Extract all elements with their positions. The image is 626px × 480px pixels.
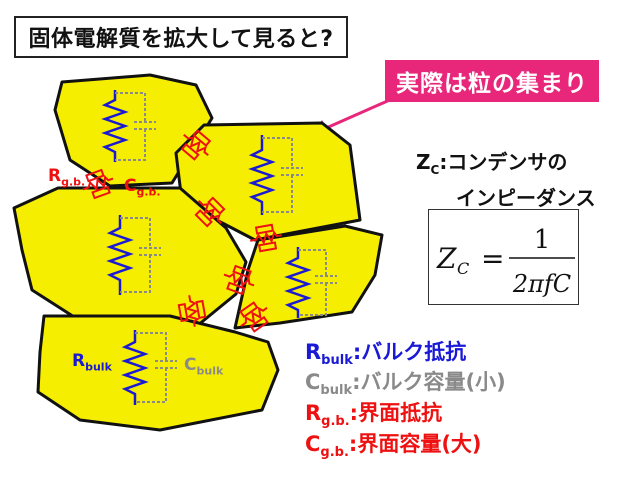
bulk-resistor-1 (101, 90, 129, 162)
title-text: 固体電解質を拡大して見ると? (28, 27, 334, 52)
label-cbulk: Cbulk (184, 355, 224, 378)
legend-cbulk: Cbulk:バルク容量(小) (305, 370, 506, 399)
grain-bottom (36, 314, 280, 432)
gb-element (194, 196, 226, 228)
formula-denominator: 2πfC (512, 270, 571, 298)
legend-cgb: Cg.b.:界面容量(大) (305, 432, 482, 461)
bulk-resistor-3 (106, 215, 134, 295)
formula-numerator: 1 (534, 225, 551, 255)
gb-element (180, 129, 212, 161)
gb-element (177, 295, 207, 327)
formula-lhs: Z (436, 242, 457, 275)
bulk-resistor-4 (284, 247, 312, 318)
label-cgb: Cg.b. (124, 176, 161, 199)
title-box: 固体電解質を拡大して見ると? (14, 16, 348, 58)
formula-box: Z C = 1 2πfC (428, 209, 579, 305)
legend-rbulk: Rbulk:バルク抵抗 (305, 340, 467, 369)
grain-right (233, 224, 384, 330)
grain-top-left (53, 73, 214, 188)
bulk-capacitor-2 (262, 137, 303, 213)
impedance-formula: Z C = 1 2πfC (436, 225, 575, 298)
bulk-resistors (101, 90, 312, 405)
zc-definition: ZC:コンデンサの インピーダンス (416, 150, 596, 210)
label-rgb: Rg.b. (48, 166, 86, 189)
label-rbulk: Rbulk (72, 351, 112, 374)
bulk-capacitor-1 (115, 92, 156, 161)
bulk-capacitor-5 (135, 332, 177, 403)
legend-rgb: Rg.b.:界面抵抗 (305, 401, 443, 430)
grains (12, 73, 384, 432)
bulk-capacitor-4 (298, 249, 337, 316)
gb-element (239, 301, 269, 333)
formula-lhs-sub: C (457, 259, 469, 278)
bulk-resistor-5 (121, 330, 149, 405)
gb-element (250, 223, 282, 253)
formula-equals: = (481, 242, 504, 275)
callout-box: 実際は粒の集まり (385, 60, 599, 102)
bulk-resistor-2 (248, 135, 276, 215)
callout-text: 実際は粒の集まり (396, 71, 588, 97)
grain-middle (12, 186, 248, 332)
grain-boundary-elements (82, 129, 282, 333)
bulk-capacitor-3 (120, 217, 161, 293)
gb-element (223, 264, 255, 296)
bulk-capacitors (115, 92, 337, 403)
gb-element (82, 168, 114, 200)
